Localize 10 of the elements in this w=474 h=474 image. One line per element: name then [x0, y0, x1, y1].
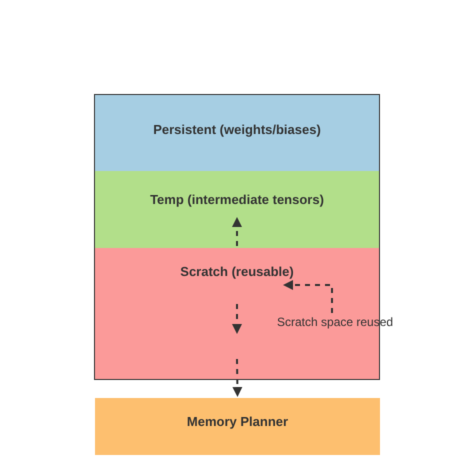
dashed-arrow — [283, 280, 333, 313]
node-label: Scratch (reusable) — [180, 264, 294, 279]
node-label: Temp (intermediate tensors) — [150, 192, 324, 207]
memory-band — [95, 95, 379, 171]
node-label: Memory Planner — [186, 414, 288, 429]
memory-band — [95, 171, 379, 248]
dashed-arrow — [232, 217, 242, 246]
dashed-arrow — [232, 358, 242, 397]
planner-box — [95, 398, 380, 455]
node-label: Persistent (weights/biases) — [153, 122, 321, 137]
